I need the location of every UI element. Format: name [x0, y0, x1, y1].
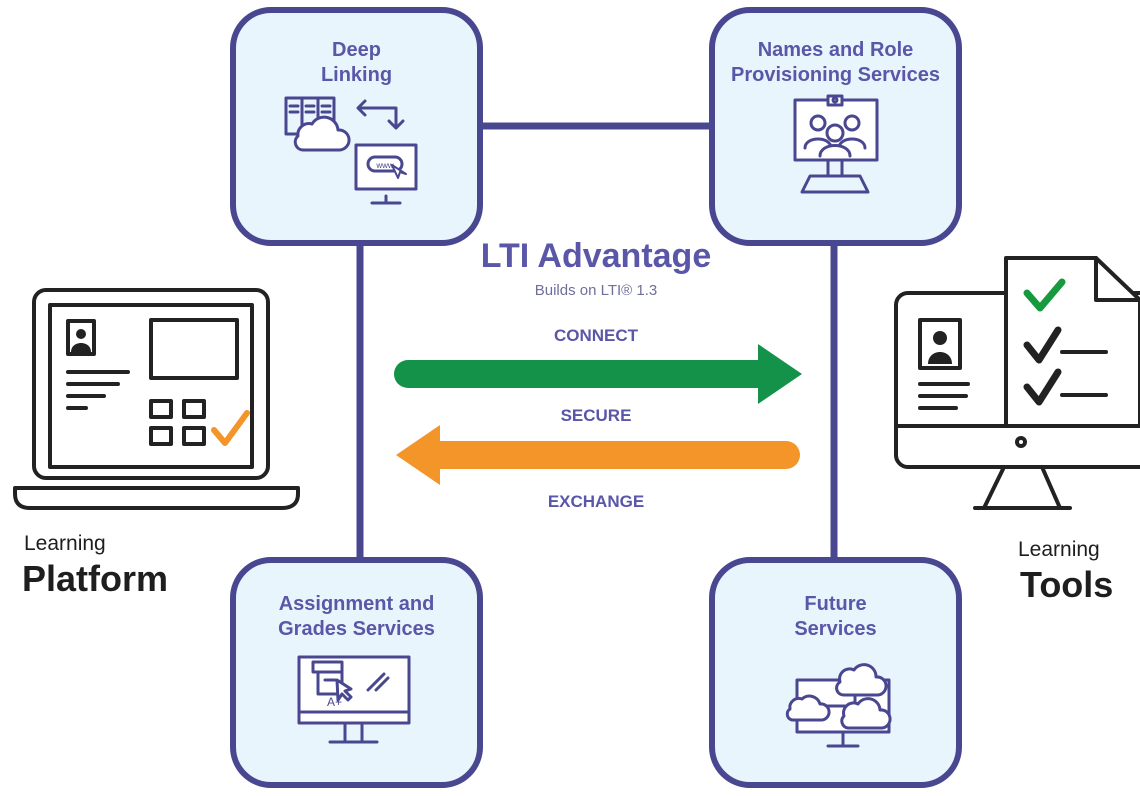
future-services-line2: Services — [794, 618, 877, 640]
www-text: www — [375, 161, 394, 170]
deep-linking-title: Deep Linking — [243, 38, 470, 88]
future-services-line1: Future — [804, 593, 867, 615]
names-role-title: Names and Role Provisioning Services — [717, 38, 954, 88]
assignment-grades-title: Assignment and Grades Services — [238, 592, 475, 642]
platform-big-label: Platform — [22, 558, 169, 599]
tools-big-label: Tools — [1020, 564, 1114, 605]
assignment-grades-line2: Grades Services — [278, 618, 435, 640]
group-monitor-icon — [793, 94, 879, 194]
frame-outline — [356, 122, 838, 560]
platform-avatar-icon — [71, 329, 91, 352]
server-cloud-web-icon — [284, 96, 418, 205]
tools-avatar-icon — [928, 331, 952, 364]
exchange-label: EXCHANGE — [547, 492, 645, 511]
names-role-line1: Names and Role — [757, 39, 914, 61]
center-subtitle: Builds on LTI® 1.3 — [534, 282, 658, 299]
exchange-arrow — [396, 425, 800, 485]
connect-arrow — [394, 344, 802, 404]
secure-label: SECURE — [560, 406, 632, 425]
connect-label: CONNECT — [553, 326, 639, 345]
future-services-title: Future Services — [722, 592, 949, 642]
black-check-icon — [1023, 326, 1062, 364]
grade-text: A+ — [327, 695, 342, 709]
desktop-checklist-icon — [894, 256, 1140, 510]
deep-linking-box — [230, 7, 483, 246]
platform-small-label: Learning — [24, 532, 106, 555]
assignment-grades-line1: Assignment and — [278, 593, 435, 615]
green-check-icon — [1023, 278, 1066, 312]
grade-monitor-icon — [297, 655, 411, 744]
deep-linking-line2: Linking — [320, 64, 393, 86]
cloud-network-icon — [785, 663, 892, 748]
black-check-icon — [1023, 368, 1062, 406]
future-services-box — [709, 557, 962, 788]
names-role-line2: Provisioning Services — [731, 64, 940, 86]
deep-linking-line1: Deep — [332, 39, 381, 61]
laptop-icon — [13, 288, 300, 510]
tools-small-label: Learning — [1018, 538, 1100, 561]
center-title: LTI Advantage — [480, 237, 712, 275]
orange-check-icon — [211, 410, 250, 446]
